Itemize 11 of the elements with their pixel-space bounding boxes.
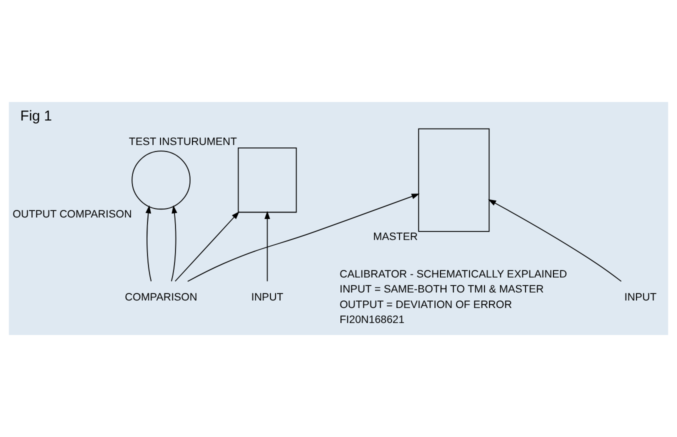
label: FI20N168621: [340, 314, 404, 326]
label: OUTPUT = DEVIATION OF ERROR: [340, 298, 512, 311]
node-text: INPUT: [624, 291, 657, 304]
node-text: COMPARISON: [124, 291, 198, 304]
node-label: TEST INSTURUMENT: [128, 136, 237, 148]
diagram-title: Fig 1: [20, 108, 52, 125]
node-label: OUTPUT COMPARISON: [12, 208, 132, 221]
label: CALIBRATOR - SCHEMATICALLY EXPLAINED: [340, 268, 568, 281]
node-text: INPUT: [251, 291, 284, 304]
label: INPUT = SAME-BOTH TO TMI & MASTER: [340, 284, 544, 296]
node-label: MASTER: [373, 231, 418, 244]
